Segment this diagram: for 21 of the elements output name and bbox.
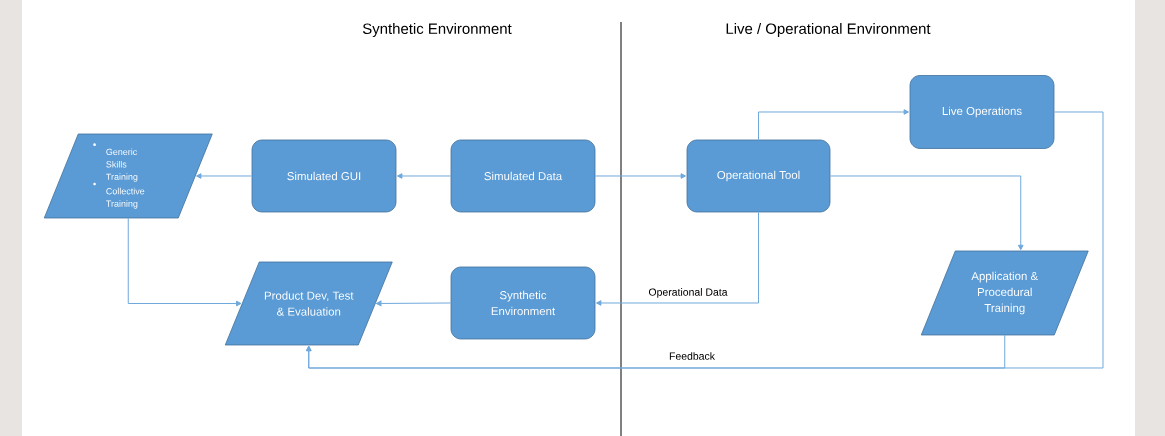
data-parallelogram: Application & Procedural Training: [920, 250, 1089, 336]
arrow: [397, 173, 452, 179]
arrow: [758, 109, 909, 141]
arrow: [829, 175, 1024, 251]
data-parallelogram: Product Dev, Test & Evaluation: [224, 261, 393, 346]
arrow: [594, 173, 686, 179]
process-box: Live Operations: [909, 75, 1055, 149]
process-box: Operational Tool: [686, 139, 831, 213]
section-heading: Synthetic Environment: [362, 23, 512, 37]
process-box: Synthetic Environment: [450, 266, 596, 340]
arrow: [127, 217, 242, 307]
arrow: [596, 211, 759, 306]
arrow: [376, 300, 452, 307]
arrow: [305, 111, 1104, 369]
edge-label: Operational Data: [647, 287, 729, 299]
process-box: Simulated Data: [450, 139, 596, 213]
process-box: Simulated GUI: [251, 139, 397, 213]
data-parallelogram: Generic Skills Training Collective Training: [43, 133, 213, 219]
arrow: [196, 173, 253, 179]
edge-label: Feedback: [668, 351, 716, 361]
section-heading: Live / Operational Environment: [726, 23, 931, 37]
